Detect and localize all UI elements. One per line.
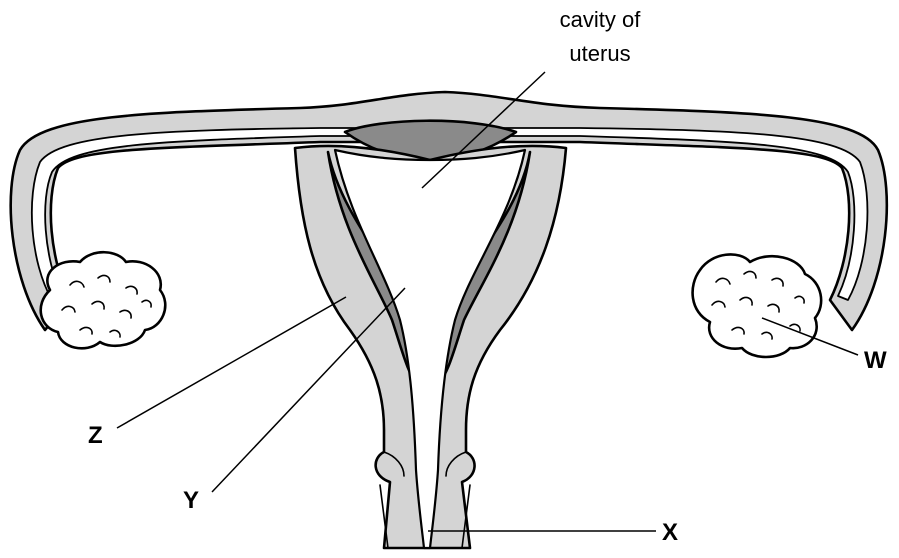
label-Z: Z [88,422,103,449]
label-W: W [864,347,887,374]
label-cavity-line2: uterus [569,41,630,66]
label-X: X [662,519,678,546]
label-cavity-line1: cavity of [560,7,642,32]
label-Y: Y [183,487,199,514]
